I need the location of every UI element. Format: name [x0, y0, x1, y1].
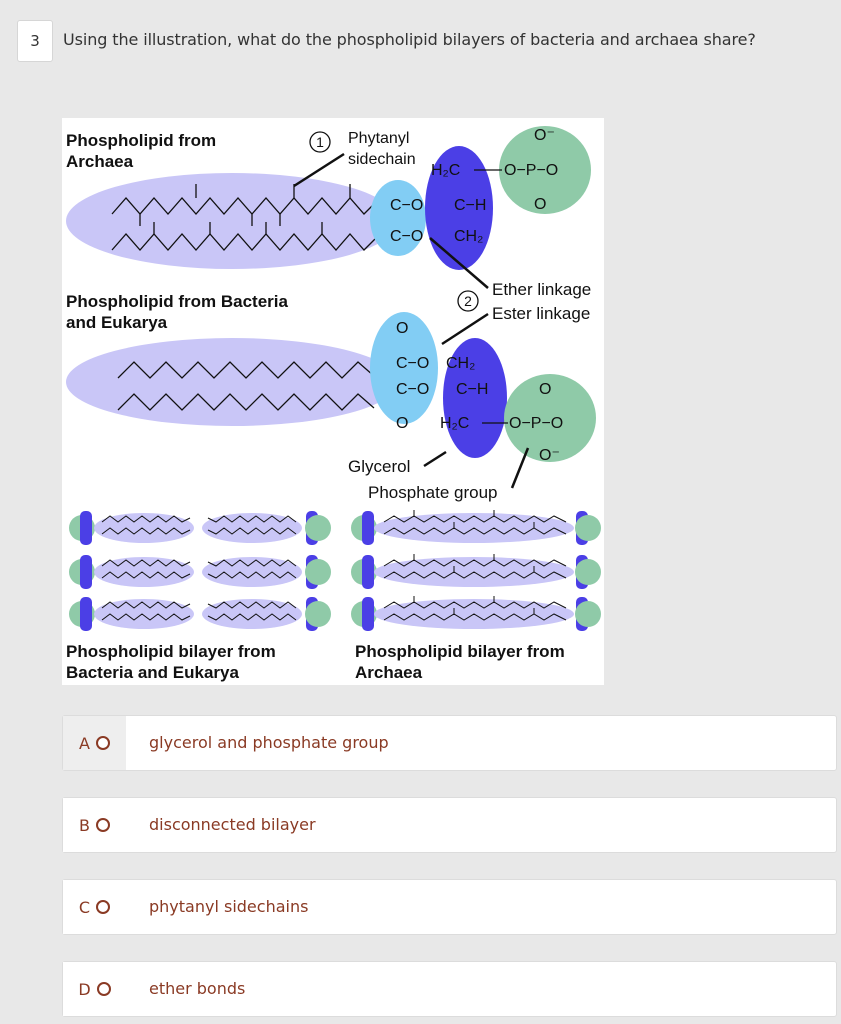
- bacteria-bilayer-caption-line2: Bacteria and Eukarya: [66, 663, 239, 682]
- phosphate-pointer: [510, 447, 530, 489]
- question-text: Using the illustration, what do the phos…: [63, 30, 756, 49]
- archaea-c-o-2: C−O: [390, 228, 423, 245]
- archaea-c-h: C−H: [454, 197, 486, 214]
- bacteria-glycerol: [370, 312, 438, 424]
- archaea-o-bottom: O: [534, 196, 546, 213]
- phosphate-label: Phosphate group: [368, 483, 498, 502]
- marker-1-circle: [309, 131, 331, 153]
- ester-label: Ester linkage: [492, 304, 590, 323]
- option-a-selector[interactable]: A: [63, 716, 126, 770]
- archaea-ch2: CH₂: [454, 228, 483, 245]
- archaea-chain-upper: [111, 197, 381, 215]
- bacteria-c-h: C−H: [456, 381, 488, 398]
- archaea-bilayer-caption-line1: Phospholipid bilayer from: [355, 642, 565, 661]
- archaea-title-line2: Archaea: [66, 152, 134, 171]
- archaea-backbone: [425, 146, 493, 270]
- archaea-branches-lower: [153, 222, 323, 234]
- phytanyl-pointer: [293, 152, 345, 188]
- bacteria-phosphate: [504, 374, 596, 462]
- option-d[interactable]: D ether bonds: [62, 961, 837, 1017]
- bacteria-chain-upper: [117, 361, 375, 379]
- bacteria-chain-lower: [117, 393, 375, 411]
- archaea-o-minus-top: O⁻: [534, 127, 555, 144]
- archaea-o-p-o: O−P−O: [504, 162, 558, 179]
- radio-selected-icon[interactable]: [95, 736, 110, 750]
- bacteria-o-p-o: O−P−O: [509, 415, 563, 432]
- option-b[interactable]: B disconnected bilayer: [62, 797, 837, 853]
- bacteria-backbone: [443, 338, 507, 458]
- glycerol-pointer: [423, 450, 447, 468]
- marker-1-number: 1: [316, 134, 324, 150]
- bacteria-ch2: CH₂: [446, 355, 475, 372]
- marker-2-number: 2: [464, 293, 472, 309]
- option-a-text: glycerol and phosphate group: [149, 733, 389, 752]
- radio-icon[interactable]: [96, 982, 111, 996]
- illustration-svg: Phospholipid from Archaea 1 Phytanyl sid…: [66, 126, 601, 682]
- option-c[interactable]: C phytanyl sidechains: [62, 879, 837, 935]
- bacteria-bilayer-row-2: [69, 555, 331, 589]
- bacteria-o-bottom: O: [396, 415, 408, 432]
- phytanyl-label-line2: sidechain: [348, 151, 416, 168]
- bacteria-title-line2: and Eukarya: [66, 313, 168, 332]
- option-b-letter: B: [79, 815, 90, 835]
- option-a-letter: A: [79, 733, 90, 753]
- archaea-bilayer-row-2: [351, 554, 601, 589]
- bacteria-o-minus-bottom: O⁻: [539, 447, 560, 464]
- archaea-bilayer: [351, 510, 601, 631]
- bacteria-h2c: H₂C: [440, 415, 469, 432]
- option-d-letter: D: [78, 979, 91, 999]
- bacteria-title-line1: Phospholipid from Bacteria: [66, 292, 289, 311]
- archaea-title-line1: Phospholipid from: [66, 131, 216, 150]
- option-d-text: ether bonds: [149, 979, 246, 998]
- archaea-bilayer-row-3: [351, 596, 601, 631]
- phospholipid-illustration: Phospholipid from Archaea 1 Phytanyl sid…: [62, 118, 604, 685]
- archaea-bilayer-row-1: [351, 510, 601, 545]
- option-b-selector[interactable]: B: [63, 798, 126, 852]
- option-c-text: phytanyl sidechains: [149, 897, 309, 916]
- archaea-glycerol: [370, 180, 426, 256]
- question-number: 3: [17, 20, 53, 62]
- option-a[interactable]: A glycerol and phosphate group: [62, 715, 837, 771]
- bacteria-o-dbl-top: O: [539, 381, 551, 398]
- ester-pointer: [441, 312, 489, 346]
- option-c-selector[interactable]: C: [63, 880, 126, 934]
- glycerol-label: Glycerol: [348, 457, 410, 476]
- bacteria-c-o-2: C−O: [396, 381, 429, 398]
- radio-icon[interactable]: [96, 900, 111, 914]
- ether-pointer: [429, 237, 489, 289]
- ether-label: Ether linkage: [492, 280, 591, 299]
- bacteria-c-o-1: C−O: [396, 355, 429, 372]
- bacteria-bilayer-row-1: [69, 511, 331, 545]
- bacteria-o-top: O: [396, 320, 408, 337]
- bacteria-bilayer: [69, 511, 331, 631]
- archaea-bilayer-caption-line2: Archaea: [355, 663, 423, 682]
- option-c-letter: C: [78, 897, 91, 917]
- archaea-branches-upper: [139, 184, 351, 226]
- bacteria-bilayer-caption-line1: Phospholipid bilayer from: [66, 642, 276, 661]
- archaea-chain-lower: [111, 233, 381, 251]
- bacteria-bilayer-row-3: [69, 597, 331, 631]
- archaea-tail-ellipse: [66, 173, 398, 269]
- radio-icon[interactable]: [95, 818, 110, 832]
- option-b-text: disconnected bilayer: [149, 815, 316, 834]
- phytanyl-label-line1: Phytanyl: [348, 130, 409, 147]
- marker-2-circle: [457, 290, 479, 312]
- option-d-selector[interactable]: D: [63, 962, 126, 1016]
- bacteria-tail-ellipse: [66, 338, 398, 426]
- archaea-c-o-1: C−O: [390, 197, 423, 214]
- archaea-h2c: H₂C: [431, 162, 460, 179]
- archaea-phosphate: [499, 126, 591, 214]
